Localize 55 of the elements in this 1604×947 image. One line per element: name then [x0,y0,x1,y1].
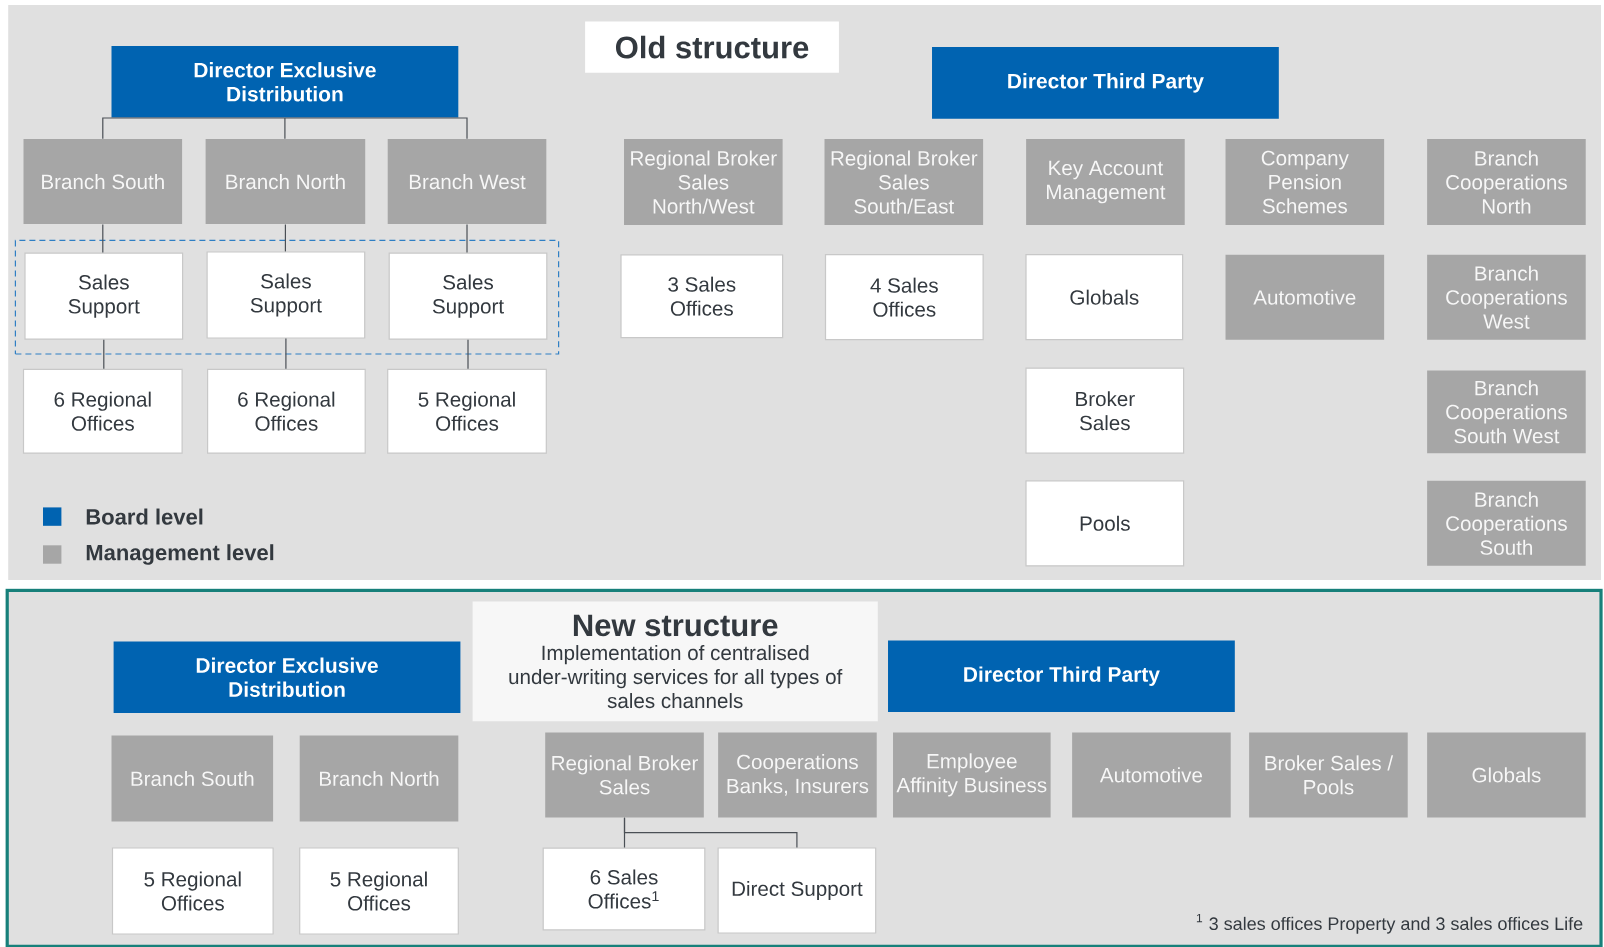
unit-box: Branch North [205,139,366,225]
unit-box: 3 Sales Offices [620,254,784,339]
unit-box: Sales Support [388,252,548,340]
unit-box: Branch Cooperations North [1427,139,1586,226]
unit-box: Broker Sales / Pools [1249,732,1408,818]
unit-box: Globals [1427,732,1586,818]
unit-box: Branch South [111,735,274,822]
connector-line [102,117,286,140]
director-box: Director Third Party [932,47,1279,119]
connector-line [467,339,469,370]
unit-box: Branch Cooperations South [1427,480,1586,566]
legend-label: Management level [86,544,274,565]
unit-box: Branch South [23,139,183,225]
unit-box: Regional Broker Sales [545,732,704,818]
unit-box: Automotive [1225,254,1385,340]
unit-box: 6 Regional Offices [207,368,366,454]
director-box: Director Third Party [888,640,1235,712]
unit-box: Sales Support [24,252,184,340]
connector-line [284,117,286,140]
unit-box: Automotive [1072,732,1231,818]
legend-label: Board level [86,508,203,525]
connector-line [284,223,286,252]
unit-box: Regional Broker Sales North/West [624,139,783,226]
unit-box: Branch West [387,139,547,225]
unit-box: Broker Sales [1025,367,1185,454]
connector-line [284,117,468,140]
unit-box: Regional Broker Sales South/East [824,139,984,226]
unit-box: 5 Regional Offices [111,847,274,935]
unit-box: Pools [1025,480,1185,567]
unit-box: Branch North [299,735,459,822]
unit-box: 5 Regional Offices [299,847,459,935]
unit-box: Cooperations Banks, Insurers [718,732,877,818]
unit-box: Key Account Management [1026,139,1185,226]
connector-line [102,223,104,254]
unit-box: Direct Support [717,847,877,934]
unit-box: Employee Affinity Business [893,732,1051,818]
unit-box: Branch Cooperations West [1427,254,1586,340]
unit-box: 6 Sales Offices$^{1}$ [542,847,706,931]
director-box: Director Exclusive Distribution [111,46,459,118]
heading-box: New structure Implementation of centralised under-writing services for all types of sales channels [472,601,878,722]
unit-box: Globals [1025,254,1184,341]
unit-box: 5 Regional Offices [387,368,547,454]
connector-line [466,223,468,254]
connector-line [103,339,105,370]
connector-line [623,817,798,848]
unit-box: Branch Cooperations South West [1427,370,1586,454]
dashed-group-frame [14,239,560,355]
unit-box: 4 Sales Offices [824,254,984,341]
director-box: Director Exclusive Distribution [113,641,461,713]
footnote: $^{1}$ 3 sales offices Property and 3 sales offices Life [1196,914,1583,934]
heading-box: Old structure [585,21,839,73]
unit-box: Sales Support [206,251,366,339]
connector-line [285,338,287,370]
unit-box: 6 Regional Offices [22,368,183,454]
unit-box: Company Pension Schemes [1225,139,1385,226]
